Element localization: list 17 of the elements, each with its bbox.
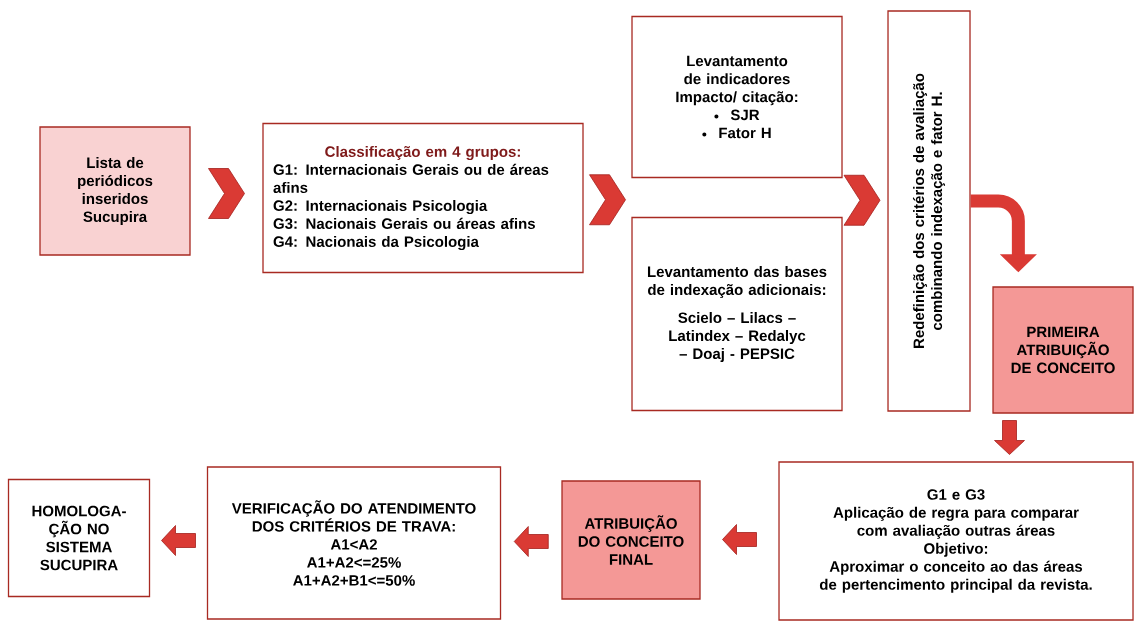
chevron-arrow	[843, 174, 881, 226]
process-box: Redefinição dos critérios de avaliação combinando indexação e fator H.	[887, 10, 971, 412]
process-box: ATRIBUIÇÃO DO CONCEITO FINAL	[561, 480, 701, 600]
block-arrow	[722, 524, 757, 555]
block-arrow	[994, 420, 1025, 455]
process-box: Classificação em 4 grupos: G1: Internacionais Gerais ou de áreas afins G2: Internacionais Psicologia G3: Nacionais Gerais ou áreas afins G4: Nacionais da Psicologia	[262, 122, 584, 274]
process-box: Lista de periódicos inseridos Sucupira	[39, 126, 191, 256]
process-box: G1 e G3 Aplicação de regra para comparar com avaliação outras áreas Objetivo: Aproximar o conceito ao das áreas de pertencimento principal da revista.	[778, 461, 1134, 621]
chevron-arrow	[589, 174, 626, 226]
process-box: Levantamento de indicadores Impacto/ citação: SJR Fator H	[631, 15, 843, 179]
process-box: PRIMEIRA ATRIBUIÇÃO DE CONCEITO	[992, 286, 1134, 414]
chevron-arrow	[208, 168, 245, 219]
block-arrow	[513, 526, 549, 557]
process-box: Levantamento das bases de indexação adicionais: Scielo – Lilacs – Latindex – Redalyc – Doaj - PEPSIC	[631, 216, 843, 412]
process-box: HOMOLOGA- ÇÃO NO SISTEMA SUCUPIRA	[7, 478, 151, 598]
process-box: VERIFICAÇÃO DO ATENDIMENTO DOS CRITÉRIOS DE TRAVA: A1<A2 A1+A2<=25% A1+A2+B1<=50%	[206, 466, 502, 620]
block-arrow	[161, 525, 196, 556]
